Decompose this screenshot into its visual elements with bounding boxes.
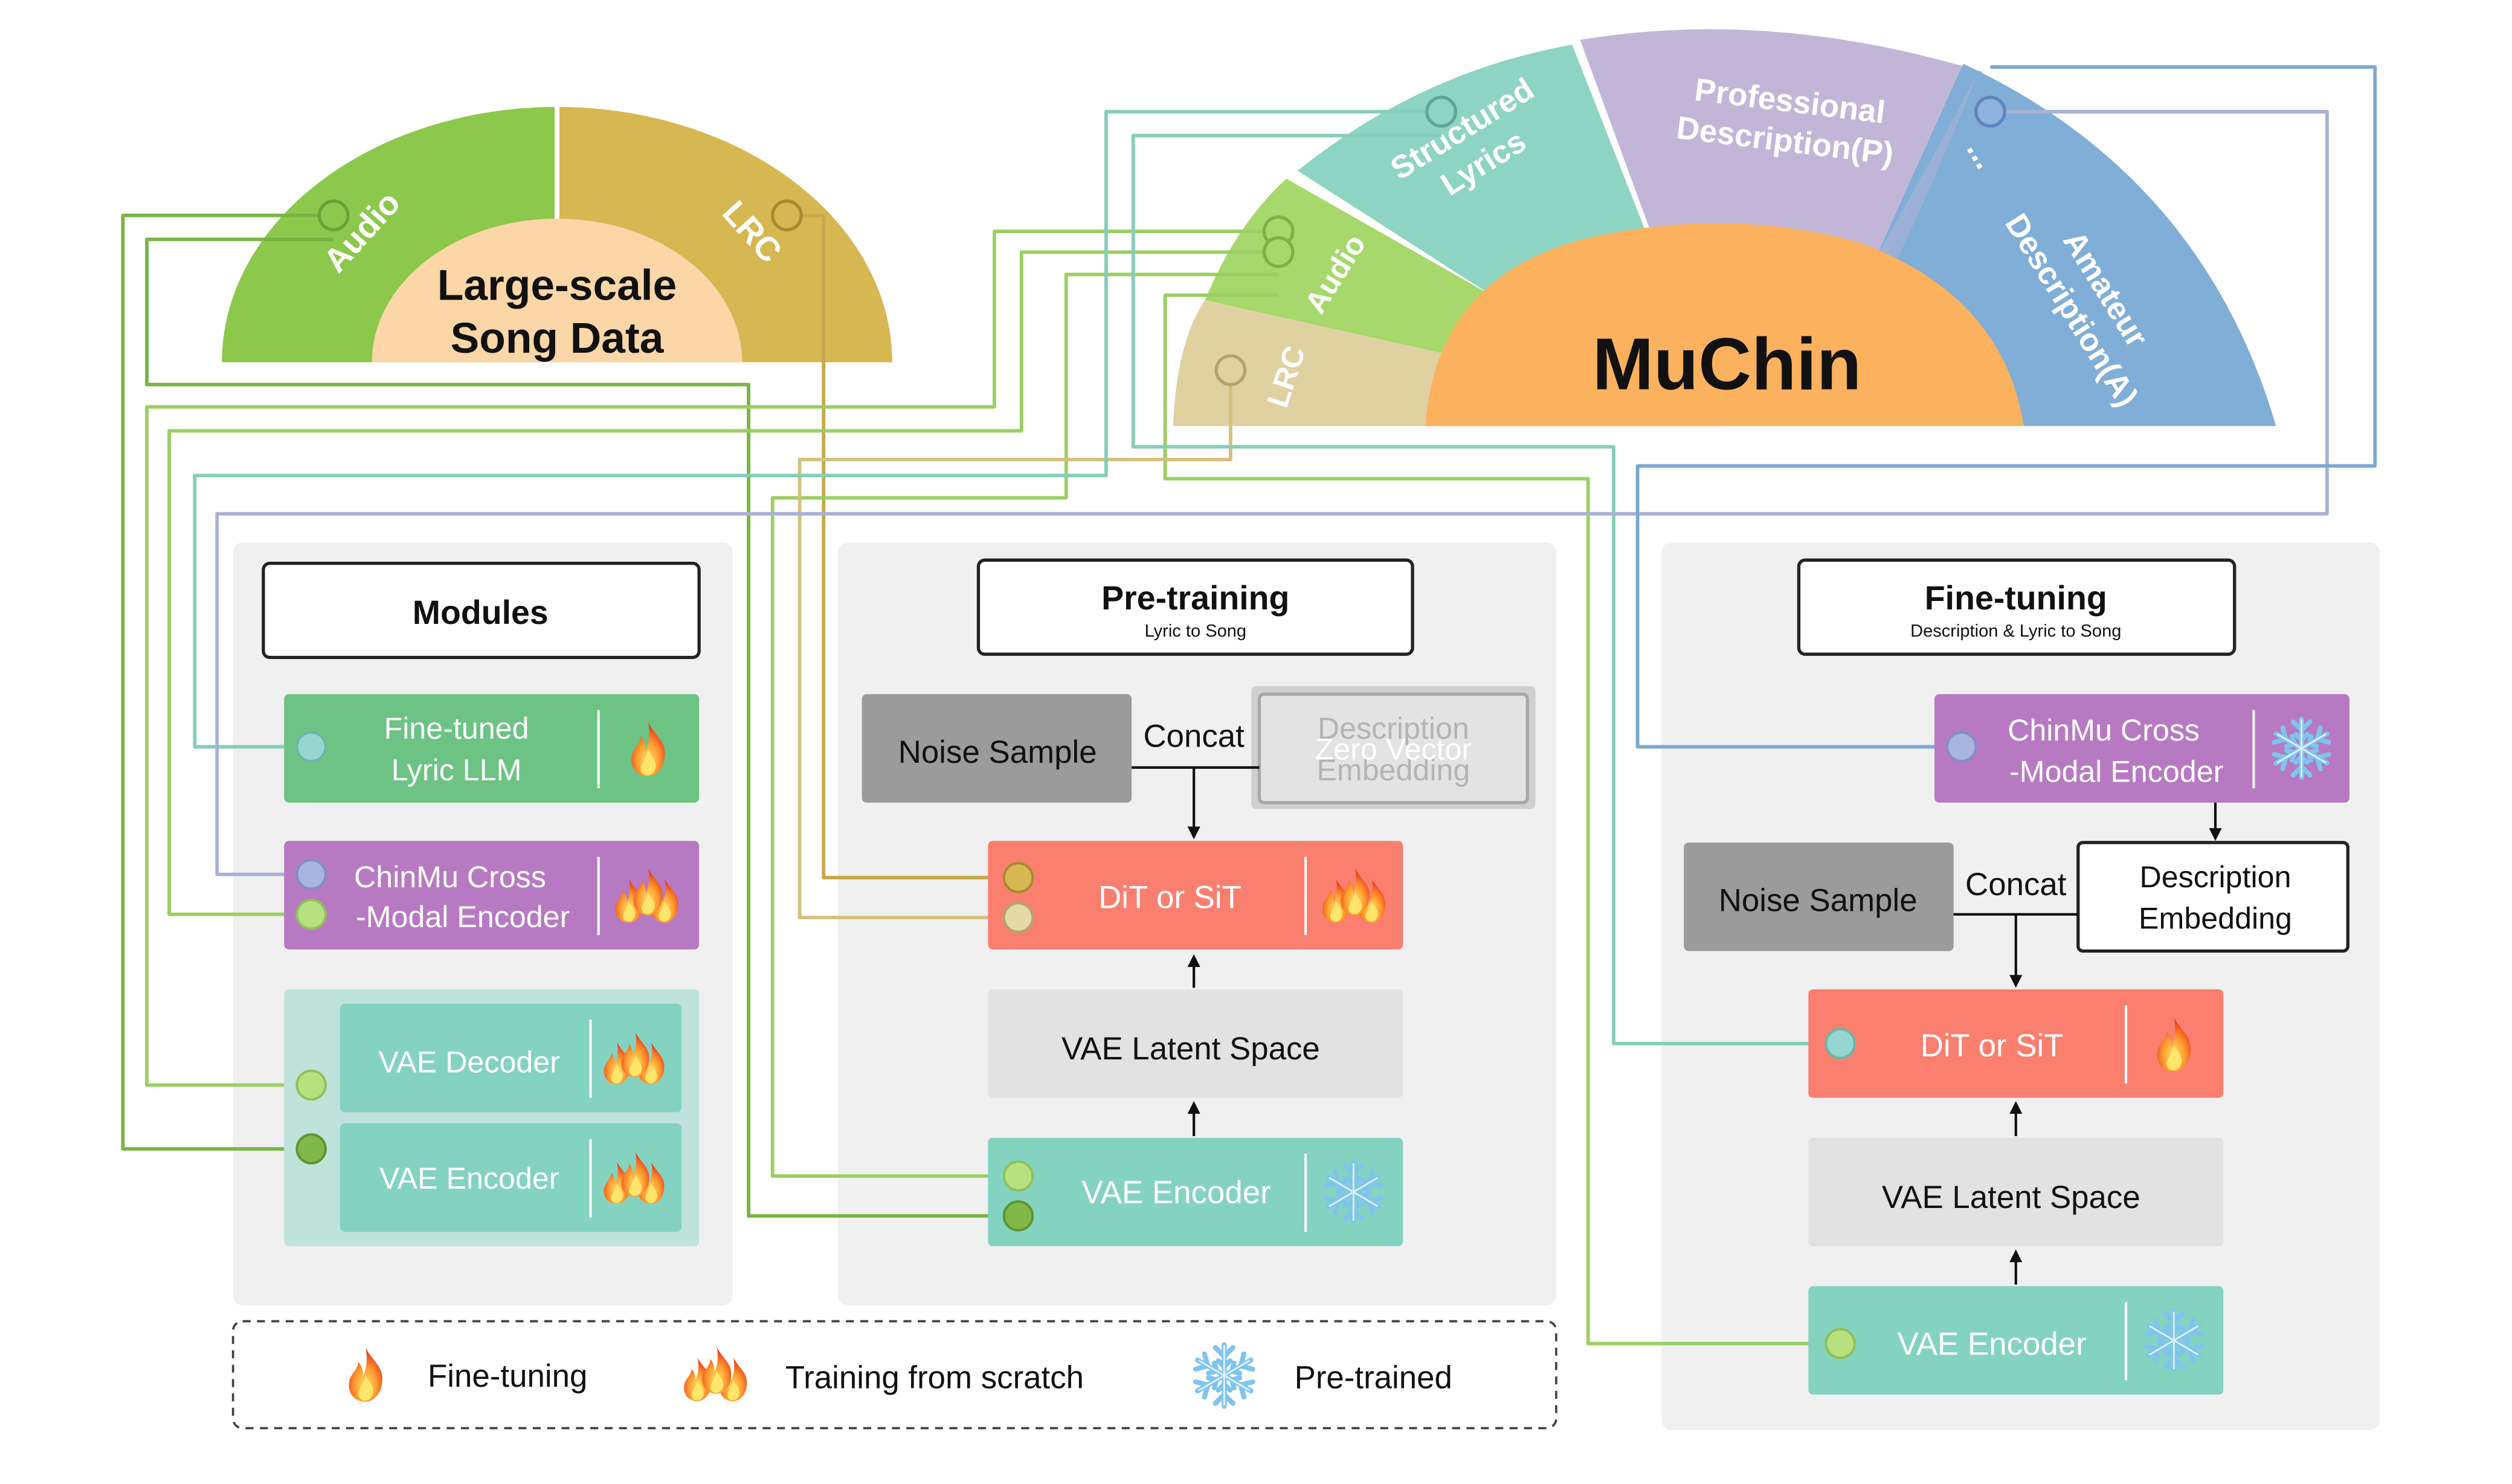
pt-dit-port-lrc1 — [1002, 862, 1034, 893]
ft-vae-encoder — [1808, 1286, 2224, 1395]
module-chinmu-port-desc — [295, 859, 327, 890]
ft-concat-label: Concat — [1965, 867, 2067, 902]
ft-vae-port — [1824, 1328, 1856, 1360]
line-desc-chinmu — [215, 110, 2329, 876]
module-vae-encoder-label: VAE Encoder — [379, 1161, 559, 1195]
module-vae-encoder-port — [295, 1133, 327, 1164]
line-muchin-audio-pt-vae — [770, 272, 1279, 1178]
legend-scratch: Training from scratch — [785, 1360, 1084, 1395]
connection-lines — [121, 65, 2377, 1346]
song-data-semicircle: Large-scale Song Data Audio LRC — [222, 107, 892, 362]
line-desc-ft-chinmu — [1635, 65, 2377, 749]
ft-latent-label: VAE Latent Space — [1882, 1180, 2140, 1215]
ft-chinmu-port — [1946, 731, 1977, 763]
ft-noise-sample — [1684, 842, 1954, 951]
line-song-audio-pt-vae — [145, 237, 1019, 1218]
module-llm-line2: Lyric LLM — [391, 753, 522, 787]
pt-dit-port-lrc2 — [1002, 902, 1034, 933]
song-data-title-line2: Song Data — [451, 314, 665, 362]
ft-chinmu-encoder — [1934, 694, 2349, 803]
ft-dit — [1808, 989, 2224, 1098]
modules-header — [262, 561, 701, 660]
song-lrc-dot — [771, 199, 803, 232]
muchin-lrc-dot — [1214, 354, 1247, 387]
pt-vae-encoder — [988, 1137, 1403, 1247]
line-muchin-audio-chinmu — [167, 250, 1279, 916]
ft-dit-label: DiT or SiT — [1921, 1028, 2064, 1064]
module-vae-decoder-label: VAE Decoder — [379, 1045, 560, 1079]
pretraining-subtitle: Lyric to Song — [1145, 622, 1246, 641]
legend-finetuning: Fine-tuning — [428, 1358, 587, 1394]
ft-noise-label: Noise Sample — [1719, 883, 1918, 919]
line-structured-ft-dit — [1131, 133, 1841, 1046]
module-vae-decoder-port — [295, 1069, 327, 1101]
legend-pretrained: Pre-trained — [1295, 1360, 1452, 1395]
ft-desc-line2: Embedding — [2139, 902, 2292, 936]
pt-vae-encoder-label: VAE Encoder — [1081, 1175, 1270, 1210]
pt-noise-label: Noise Sample — [898, 734, 1097, 770]
module-lyric-llm — [284, 694, 700, 803]
module-chinmu-encoder — [284, 841, 700, 949]
pt-vae-port-1 — [1002, 1160, 1034, 1192]
pt-latent-space — [988, 989, 1403, 1098]
module-llm-line1: Fine-tuned — [384, 711, 529, 745]
song-audio-dot — [317, 199, 350, 232]
song-data-title-line1: Large-scale — [437, 262, 677, 310]
pt-description-embedding — [1257, 692, 1529, 805]
ft-dit-port — [1824, 1028, 1856, 1059]
line-muchin-lrc-dit — [797, 370, 1232, 920]
ft-description-embedding — [2076, 841, 2349, 953]
modules-title: Modules — [413, 594, 549, 631]
line-muchin-audio-ft-vae — [1163, 293, 1841, 1346]
ft-chinmu-line1: ChinMu Cross — [2008, 713, 2200, 747]
pt-zero-vector: Zero Vector — [1315, 733, 1472, 766]
pretraining-title: Pre-training — [1101, 579, 1289, 617]
line-structured-llm — [193, 110, 1441, 749]
muchin-title: MuChin — [1593, 323, 1861, 405]
finetuning-title: Fine-tuning — [1925, 579, 2107, 617]
description-dot — [1974, 95, 2006, 128]
pt-vae-port-2 — [1002, 1200, 1034, 1232]
ft-latent-space — [1808, 1137, 2224, 1247]
pretraining-header — [976, 558, 1414, 656]
module-chinmu-line2: -Modal Encoder — [356, 900, 570, 934]
finetuning-subtitle: Description & Lyric to Song — [1910, 622, 2121, 641]
pt-dit — [988, 841, 1403, 949]
pt-concat-label: Concat — [1143, 718, 1245, 754]
pt-desc-line2: Embedding — [1316, 753, 1470, 787]
module-vae-encoder — [340, 1123, 682, 1232]
finetuning-header — [1797, 558, 2237, 656]
pt-dit-label: DiT or SiT — [1098, 879, 1242, 915]
muchin-audio-dot-2 — [1262, 236, 1295, 268]
muchin-center — [1425, 223, 2024, 426]
module-chinmu-port-audio — [295, 899, 327, 930]
ft-chinmu-line2: -Modal Encoder — [2009, 755, 2223, 789]
pt-latent-label: VAE Latent Space — [1061, 1031, 1320, 1067]
pt-desc-line1: Description — [1318, 711, 1469, 745]
line-song-audio-vae-encoder — [121, 213, 334, 1151]
module-chinmu-line1: ChinMu Cross — [354, 860, 546, 894]
line-song-lrc-dit — [787, 213, 1019, 879]
line-muchin-audio-vae-decoder — [145, 230, 1279, 1087]
ft-vae-encoder-label: VAE Encoder — [1898, 1326, 2087, 1362]
module-llm-port — [295, 731, 327, 763]
muchin-fan: MuChin LRC Audio Structured Lyrics Profe… — [1173, 29, 2276, 426]
muchin-structured-sector — [1297, 44, 1649, 297]
module-vae-decoder — [340, 1003, 682, 1113]
structured-dot — [1425, 95, 1458, 128]
pt-noise-sample — [861, 694, 1132, 803]
ft-desc-line1: Description — [2139, 860, 2291, 894]
song-center — [372, 218, 742, 362]
